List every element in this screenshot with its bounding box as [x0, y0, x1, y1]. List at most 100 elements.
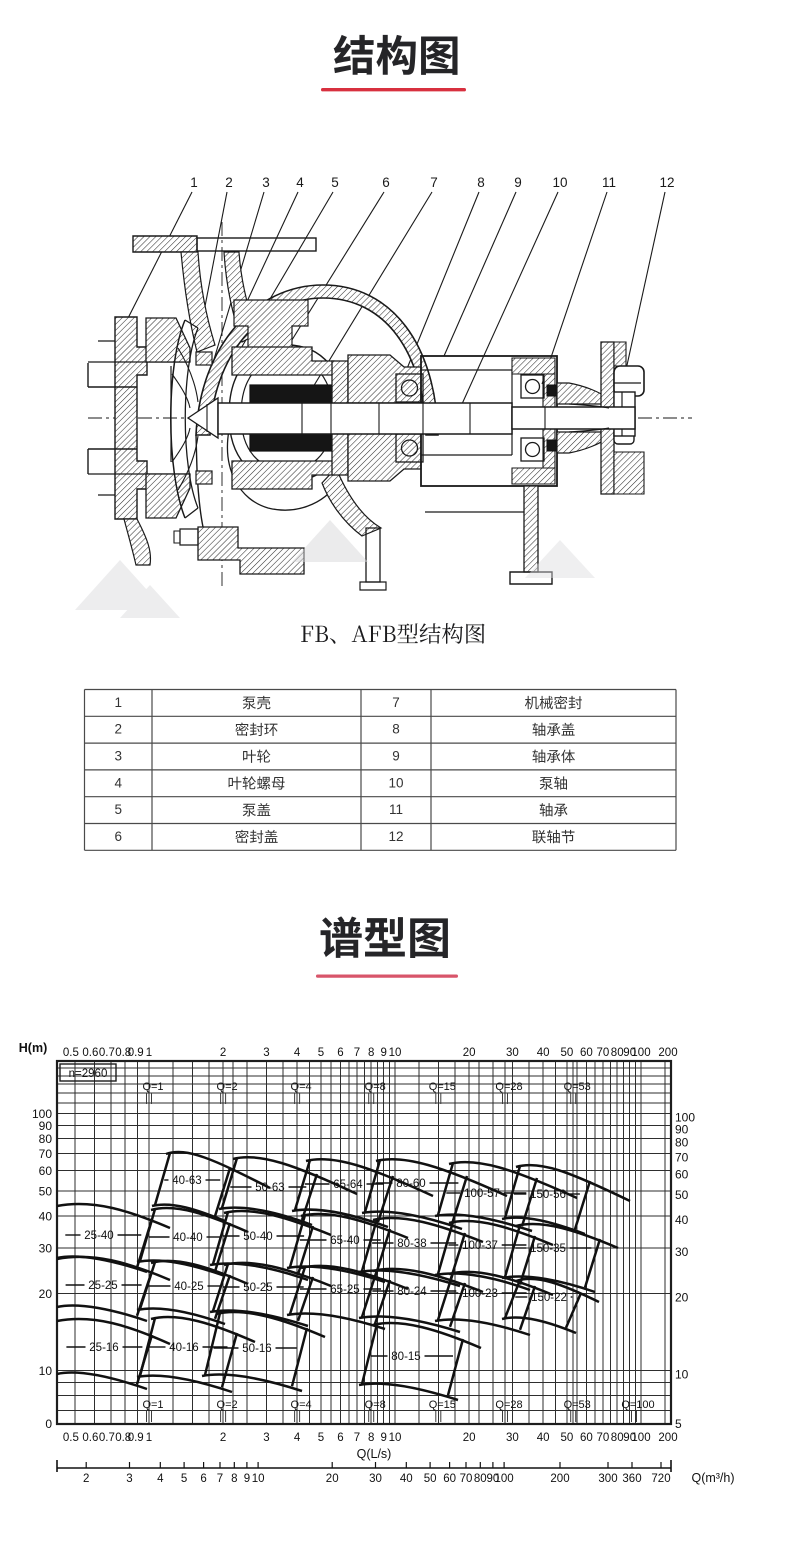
svg-text:30: 30	[369, 1473, 382, 1485]
svg-text:5: 5	[181, 1473, 187, 1485]
svg-text:0.9: 0.9	[128, 1047, 144, 1059]
svg-text:80: 80	[611, 1047, 624, 1059]
svg-text:0.8: 0.8	[115, 1432, 131, 1444]
svg-text:80: 80	[474, 1473, 487, 1485]
svg-text:Q(L/s): Q(L/s)	[357, 1447, 392, 1461]
svg-text:10: 10	[552, 175, 567, 190]
svg-text:10: 10	[388, 775, 403, 790]
svg-text:0.6: 0.6	[82, 1047, 98, 1059]
svg-text:20: 20	[463, 1047, 476, 1059]
svg-text:7: 7	[217, 1473, 223, 1485]
svg-text:Q=2: Q=2	[217, 1081, 238, 1093]
svg-text:30: 30	[675, 1245, 689, 1259]
svg-text:20: 20	[39, 1287, 53, 1301]
svg-text:100-23: 100-23	[462, 1288, 498, 1300]
svg-text:2: 2	[220, 1047, 226, 1059]
svg-text:80-60: 80-60	[396, 1178, 425, 1190]
svg-text:11: 11	[602, 175, 616, 190]
svg-text:Q=4: Q=4	[291, 1399, 312, 1411]
svg-text:40-40: 40-40	[173, 1232, 202, 1244]
svg-text:90: 90	[39, 1119, 53, 1133]
svg-text:5: 5	[318, 1047, 324, 1059]
svg-text:4: 4	[157, 1473, 164, 1485]
svg-text:Q=53: Q=53	[564, 1399, 591, 1411]
svg-text:80-24: 80-24	[397, 1286, 427, 1298]
svg-text:1: 1	[146, 1047, 152, 1059]
svg-text:30: 30	[506, 1047, 519, 1059]
svg-text:40: 40	[537, 1432, 550, 1444]
svg-text:9: 9	[514, 175, 522, 190]
svg-text:80-38: 80-38	[397, 1238, 426, 1250]
svg-text:60: 60	[39, 1164, 53, 1178]
svg-text:0.8: 0.8	[115, 1047, 131, 1059]
svg-text:5: 5	[675, 1417, 682, 1431]
svg-text:25-16: 25-16	[89, 1342, 118, 1354]
svg-text:50: 50	[561, 1432, 574, 1444]
svg-text:5: 5	[318, 1432, 324, 1444]
svg-text:200: 200	[658, 1047, 677, 1059]
svg-text:10: 10	[389, 1432, 402, 1444]
svg-text:4: 4	[114, 775, 122, 790]
svg-text:12: 12	[388, 829, 403, 844]
svg-text:100-37: 100-37	[462, 1240, 498, 1252]
svg-text:10: 10	[39, 1364, 53, 1378]
svg-text:50-40: 50-40	[243, 1231, 272, 1243]
svg-text:90: 90	[623, 1432, 636, 1444]
svg-text:300: 300	[598, 1473, 617, 1485]
svg-text:n=2960: n=2960	[69, 1068, 108, 1080]
svg-text:150-35: 150-35	[530, 1243, 566, 1255]
svg-text:0: 0	[45, 1417, 52, 1431]
svg-text:65-64: 65-64	[333, 1179, 363, 1191]
svg-text:2: 2	[220, 1432, 226, 1444]
svg-text:Q=8: Q=8	[365, 1399, 386, 1411]
svg-text:80: 80	[675, 1135, 689, 1149]
svg-text:Q=4: Q=4	[291, 1081, 312, 1093]
svg-text:50: 50	[561, 1047, 574, 1059]
svg-text:8: 8	[392, 722, 400, 737]
svg-text:80: 80	[39, 1132, 53, 1146]
svg-text:5: 5	[114, 802, 122, 817]
svg-text:Q=1: Q=1	[142, 1081, 163, 1093]
svg-text:70: 70	[39, 1147, 53, 1161]
svg-text:7: 7	[430, 175, 438, 190]
svg-text:Q=8: Q=8	[365, 1081, 386, 1093]
svg-text:50-25: 50-25	[243, 1282, 272, 1294]
svg-text:50: 50	[39, 1184, 53, 1198]
svg-text:7: 7	[354, 1047, 360, 1059]
svg-text:3: 3	[262, 175, 270, 190]
svg-text:12: 12	[659, 175, 674, 190]
svg-text:7: 7	[392, 695, 400, 710]
svg-text:Q=1: Q=1	[142, 1399, 163, 1411]
svg-text:90: 90	[487, 1473, 500, 1485]
svg-text:720: 720	[651, 1473, 670, 1485]
svg-text:40: 40	[39, 1209, 53, 1223]
svg-text:0.7: 0.7	[99, 1432, 115, 1444]
svg-text:20: 20	[326, 1473, 339, 1485]
svg-text:6: 6	[200, 1473, 206, 1485]
svg-text:1: 1	[190, 175, 198, 190]
svg-text:4: 4	[294, 1432, 301, 1444]
svg-text:9: 9	[380, 1047, 386, 1059]
svg-text:0.7: 0.7	[99, 1047, 115, 1059]
svg-text:20: 20	[463, 1432, 476, 1444]
svg-text:100: 100	[495, 1473, 514, 1485]
svg-text:360: 360	[622, 1473, 641, 1485]
svg-text:0.5: 0.5	[63, 1047, 79, 1059]
svg-text:8: 8	[231, 1473, 237, 1485]
svg-text:3: 3	[126, 1473, 132, 1485]
svg-text:Q=15: Q=15	[429, 1399, 456, 1411]
svg-text:50: 50	[675, 1188, 689, 1202]
svg-text:40: 40	[400, 1473, 413, 1485]
svg-text:7: 7	[354, 1432, 360, 1444]
svg-text:Q=15: Q=15	[429, 1081, 456, 1093]
svg-text:25-40: 25-40	[84, 1230, 113, 1242]
svg-text:Q=28: Q=28	[495, 1081, 522, 1093]
svg-text:60: 60	[443, 1473, 456, 1485]
svg-text:60: 60	[580, 1432, 593, 1444]
svg-text:40-16: 40-16	[169, 1342, 198, 1354]
svg-text:Q=2: Q=2	[217, 1399, 238, 1411]
svg-text:65-40: 65-40	[330, 1235, 359, 1247]
svg-text:0.9: 0.9	[128, 1432, 144, 1444]
svg-text:40-25: 40-25	[174, 1281, 203, 1293]
svg-text:65-25: 65-25	[330, 1284, 359, 1296]
